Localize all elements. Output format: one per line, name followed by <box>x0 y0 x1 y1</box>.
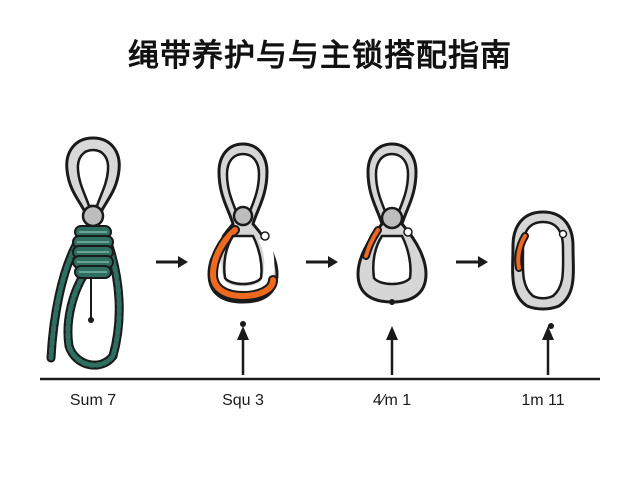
arrow-right-icon <box>156 256 188 268</box>
arrow-up-icon <box>386 326 398 375</box>
step-1-rope-carabiner-icon <box>46 136 124 370</box>
arrow-up-icon <box>237 326 249 375</box>
step-3-label: 4∕m 1 <box>372 392 412 409</box>
step-2-orange-gate-carabiner-icon <box>207 142 279 327</box>
step-4-label: 1m 11 <box>521 392 565 409</box>
page-title: 绳带养护与与主锁搭配指南 <box>128 38 512 74</box>
arrow-right-icon <box>456 256 488 268</box>
arrow-up-icon <box>542 326 554 375</box>
step-1-label: Sum 7 <box>69 392 117 409</box>
step-4-oval-carabiner-icon <box>511 210 575 329</box>
step-3-locking-carabiner-icon <box>356 142 428 305</box>
step-2-label: Squ 3 <box>222 392 264 409</box>
arrow-right-icon <box>306 256 338 268</box>
